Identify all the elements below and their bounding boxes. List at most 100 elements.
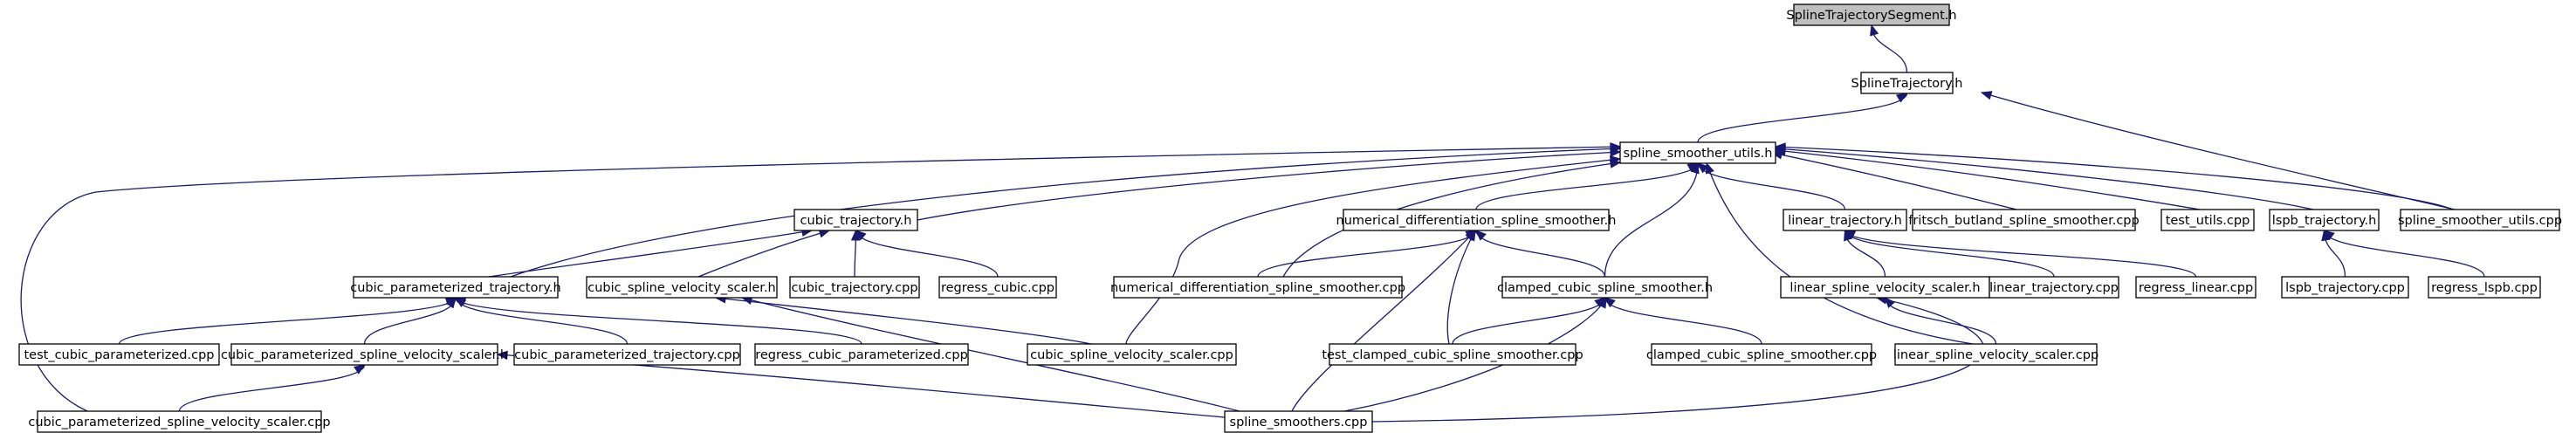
file-node-label: cubic_trajectory.h bbox=[800, 214, 912, 228]
file-node-cubic-spline-velocity-scaler-cpp[interactable]: cubic_spline_velocity_scaler.cpp bbox=[1027, 343, 1237, 366]
file-node-linear-trajectory-cpp[interactable]: linear_trajectory.cpp bbox=[1989, 276, 2119, 299]
dependency-edge-n10-n23 bbox=[455, 297, 629, 345]
edge-arrowhead bbox=[1609, 159, 1622, 168]
file-node-box bbox=[1860, 72, 1954, 94]
file-node-label: linear_trajectory.cpp bbox=[1989, 281, 2119, 295]
file-node-label: test_cubic_parameterized.cpp bbox=[24, 348, 214, 362]
file-node-test-clamped-cubic-spline-smoother-cpp[interactable]: test_clamped_cubic_spline_smoother.cpp bbox=[1322, 343, 1583, 366]
file-node-label: cubic_parameterized_spline_velocity_scal… bbox=[221, 348, 508, 362]
dependency-edge-n5-n18 bbox=[1844, 230, 2197, 278]
file-node-box bbox=[353, 276, 559, 299]
file-node-lspb-trajectory-h[interactable]: lspb_trajectory.h bbox=[2269, 209, 2380, 231]
file-node-splinetrajectory-h[interactable]: SplineTrajectory.h bbox=[1851, 72, 1963, 94]
file-node-cubic-parameterized-spline-velocity-scaler-cpp[interactable]: cubic_parameterized_spline_velocity_scal… bbox=[28, 410, 331, 433]
file-node-numerical-differentiation-spline-smoother-cpp[interactable]: numerical_differentiation_spline_smoothe… bbox=[1110, 276, 1405, 299]
dependency-edge-n15-n27 bbox=[1604, 297, 1762, 345]
edge-arrowhead bbox=[496, 350, 508, 361]
file-node-label: numerical_differentiation_spline_smoothe… bbox=[1110, 281, 1405, 295]
file-node-label: regress_lspb.cpp bbox=[2431, 281, 2538, 295]
file-node-test-cubic-parameterized-cpp[interactable]: test_cubic_parameterized.cpp bbox=[18, 343, 220, 366]
edge-arrowhead bbox=[1774, 142, 1786, 152]
file-node-box bbox=[2400, 209, 2560, 231]
edge-arrowhead bbox=[354, 364, 366, 375]
dependency-edge-n2-n10 bbox=[510, 148, 1621, 278]
file-node-box bbox=[37, 410, 322, 433]
file-node-label: clamped_cubic_spline_smoother.h bbox=[1497, 281, 1713, 295]
file-node-spline-smoothers-cpp[interactable]: spline_smoothers.cpp bbox=[1224, 410, 1373, 433]
file-node-regress-cubic-cpp[interactable]: regress_cubic.cpp bbox=[938, 276, 1057, 299]
file-node-label: regress_cubic.cpp bbox=[941, 281, 1054, 295]
dependency-edge-n2-n7 bbox=[1775, 149, 2201, 210]
edge-arrowhead bbox=[1475, 230, 1487, 241]
dependency-edge-n3-n13 bbox=[855, 230, 999, 278]
file-node-label: cubic_parameterized_trajectory.h bbox=[350, 281, 560, 295]
file-node-box bbox=[1027, 343, 1237, 366]
dependency-edge-n3-n11 bbox=[697, 230, 830, 278]
file-node-label: spline_smoother_utils.h bbox=[1624, 147, 1773, 161]
file-node-fritsch-butland-spline-smoother-cpp[interactable]: fritsch_butland_spline_smoother.cpp bbox=[1908, 209, 2140, 231]
dependency-edge-n8-n20 bbox=[2323, 230, 2485, 278]
dependency-edge-n11-n25 bbox=[715, 297, 1092, 345]
file-node-box bbox=[586, 276, 778, 299]
edge-arrowhead bbox=[1705, 162, 1714, 175]
file-node-label: clamped_cubic_spline_smoother.cpp bbox=[1646, 348, 1877, 362]
file-node-regress-lspb-cpp[interactable]: regress_lspb.cpp bbox=[2428, 276, 2541, 299]
file-node-label: numerical_differentiation_spline_smoothe… bbox=[1336, 214, 1617, 228]
file-node-cubic-spline-velocity-scaler-h[interactable]: cubic_spline_velocity_scaler.h bbox=[586, 276, 778, 299]
file-node-spline-smoother-utils-cpp[interactable]: spline_smoother_utils.cpp bbox=[2398, 209, 2562, 231]
edge-arrowhead bbox=[2323, 230, 2335, 241]
file-node-label: linear_trajectory.h bbox=[1788, 214, 1902, 228]
file-node-spline-smoother-utils-h[interactable]: spline_smoother_utils.h bbox=[1619, 141, 1776, 164]
file-node-label: spline_smoother_utils.cpp bbox=[2398, 214, 2562, 228]
file-node-label: lspb_trajectory.h bbox=[2272, 214, 2377, 228]
file-node-box bbox=[1989, 276, 2119, 299]
file-node-regress-cubic-parameterized-cpp[interactable]: regress_cubic_parameterized.cpp bbox=[754, 343, 969, 366]
file-node-box bbox=[789, 276, 920, 299]
dependency-edge-n2-n29 bbox=[20, 146, 1621, 412]
file-node-cubic-trajectory-cpp[interactable]: cubic_trajectory.cpp bbox=[789, 276, 920, 299]
file-node-test-utils-cpp[interactable]: test_utils.cpp bbox=[2160, 209, 2255, 231]
file-node-box bbox=[1894, 343, 2098, 366]
file-node-box bbox=[2269, 209, 2380, 231]
file-node-numerical-differentiation-spline-smoother-h[interactable]: numerical_differentiation_spline_smoothe… bbox=[1336, 209, 1617, 231]
file-node-box bbox=[1651, 343, 1872, 366]
dependency-edge-n5-n17 bbox=[1844, 230, 2055, 278]
dependency-edge-n1-n2 bbox=[1697, 93, 1908, 143]
file-node-box bbox=[1224, 410, 1373, 433]
dependency-edge-n10-n24 bbox=[455, 297, 862, 345]
file-node-box bbox=[2160, 209, 2255, 231]
edge-arrowhead bbox=[1597, 296, 1607, 309]
file-node-cubic-parameterized-trajectory-cpp[interactable]: cubic_parameterized_trajectory.cpp bbox=[513, 343, 741, 366]
dependency-edge-n2-n5 bbox=[1697, 162, 1846, 210]
file-node-clamped-cubic-spline-smoother-cpp[interactable]: clamped_cubic_spline_smoother.cpp bbox=[1646, 343, 1877, 366]
file-node-box bbox=[754, 343, 969, 366]
dependency-edge-n16-n28 bbox=[1884, 297, 1997, 345]
file-node-lspb-trajectory-cpp[interactable]: lspb_trajectory.cpp bbox=[2281, 276, 2409, 299]
file-node-label: SplineTrajectory.h bbox=[1851, 77, 1963, 91]
file-node-label: cubic_spline_velocity_scaler.cpp bbox=[1030, 348, 1233, 362]
file-node-linear-spline-velocity-scaler-h[interactable]: linear_spline_velocity_scaler.h bbox=[1780, 276, 1990, 299]
file-node-box bbox=[230, 343, 498, 366]
file-node-cubic-parameterized-spline-velocity-scaler-h[interactable]: cubic_parameterized_spline_velocity_scal… bbox=[221, 343, 508, 366]
file-node-label: linear_spline_velocity_scaler.h bbox=[1789, 281, 1980, 295]
dependency-edge-n2-n28 bbox=[1706, 162, 1974, 345]
dependency-edge-n4-n26 bbox=[1446, 230, 1476, 345]
file-node-box bbox=[1501, 276, 1708, 299]
file-node-label: cubic_parameterized_spline_velocity_scal… bbox=[28, 416, 330, 430]
file-node-box bbox=[1783, 209, 1907, 231]
edge-arrowhead bbox=[1690, 162, 1700, 175]
file-node-clamped-cubic-spline-smoother-h[interactable]: clamped_cubic_spline_smoother.h bbox=[1497, 276, 1713, 299]
file-node-cubic-trajectory-h[interactable]: cubic_trajectory.h bbox=[793, 209, 918, 231]
file-nodes: SplineTrajectorySegment.hSplineTrajector… bbox=[18, 3, 2562, 433]
file-node-box bbox=[1793, 3, 1950, 26]
edge-arrowhead bbox=[1465, 230, 1476, 242]
file-node-cubic-parameterized-trajectory-h[interactable]: cubic_parameterized_trajectory.h bbox=[350, 276, 561, 299]
file-node-box bbox=[2281, 276, 2409, 299]
file-node-box bbox=[2428, 276, 2541, 299]
file-node-linear-trajectory-h[interactable]: linear_trajectory.h bbox=[1783, 209, 1907, 231]
file-node-regress-linear-cpp[interactable]: regress_linear.cpp bbox=[2135, 276, 2257, 299]
dependency-edge-n1-n9 bbox=[1981, 92, 2456, 210]
edge-arrowhead bbox=[1604, 297, 1616, 308]
file-node-linear-spline-velocity-scaler-cpp[interactable]: linear_spline_velocity_scaler.cpp bbox=[1893, 343, 2099, 366]
